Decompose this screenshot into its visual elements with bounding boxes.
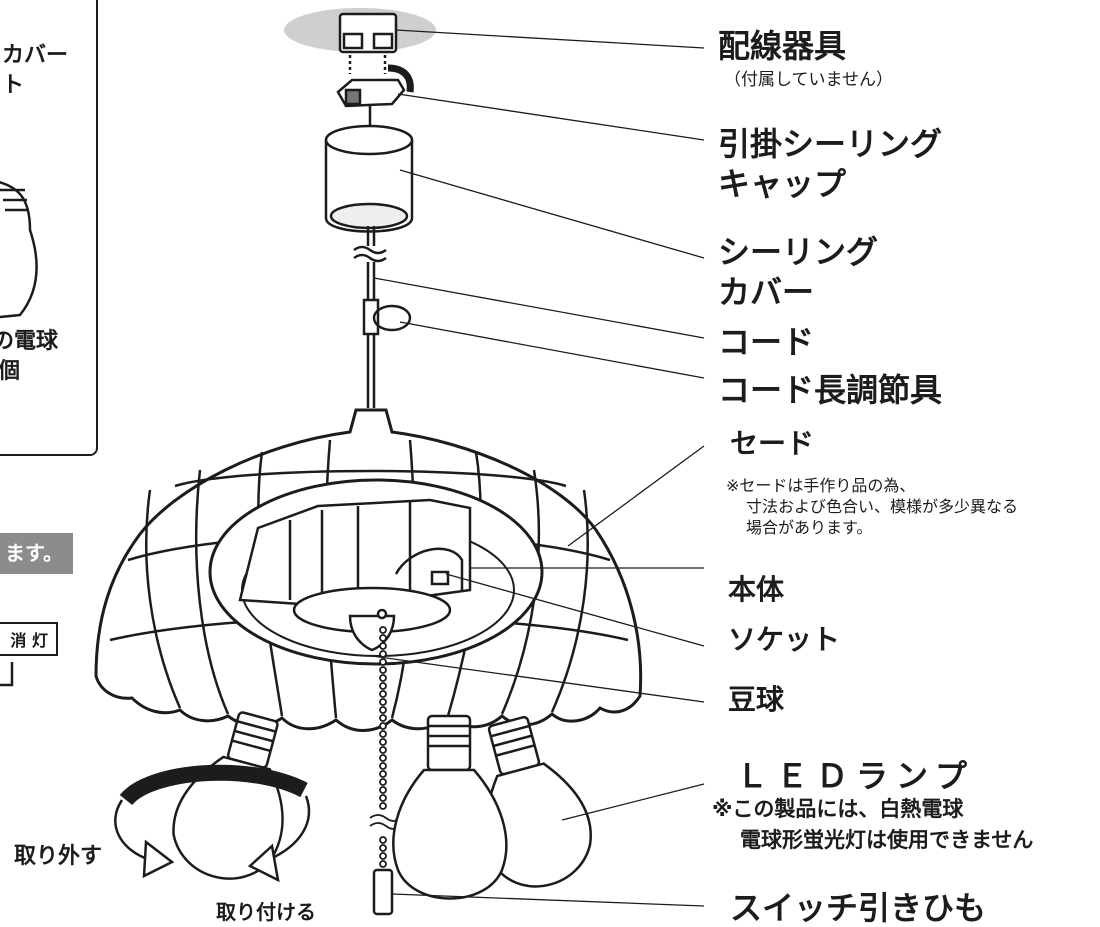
label-ceiling-cover-1: シーリング (718, 233, 879, 271)
label-wiring-device: 配線器具 (718, 27, 847, 65)
label-led-note-1: ※この製品には、白熱電球 (712, 797, 964, 821)
label-shade-note-2: 寸法および色合い、模様が多少異なる (746, 497, 1019, 516)
led-bulbs (172, 711, 592, 900)
label-hook-cap-2: キャップ (718, 165, 847, 203)
label-cord-adjuster: コード長調節具 (718, 371, 943, 409)
label-mini-bulb: 豆球 (728, 683, 785, 716)
attach-label: 取り付ける (216, 900, 316, 924)
ceiling-cover (324, 124, 414, 233)
label-shade-note-3: 場合があります。 (746, 518, 873, 537)
inset-bulb-illustration (0, 180, 38, 319)
rotation-arrows (114, 764, 311, 883)
label-shade-note-1: ※セードは手作り品の為、 (726, 476, 916, 495)
label-led-note-2: 電球形蛍光灯は使用できません (740, 828, 1034, 852)
label-wiring-note: （付属していません） (724, 70, 893, 90)
inset-panel (0, 0, 98, 456)
inset-text-3: の電球 (0, 329, 59, 354)
inset-text-1: カバー (2, 43, 69, 68)
switch-off-box: 消 灯 (0, 622, 58, 656)
label-shade: セード (730, 427, 815, 460)
label-led-lamp: ＬＥＤランプ (736, 757, 976, 795)
notice-banner: ます。 (0, 533, 73, 574)
inset-text-4: 個 (0, 359, 21, 384)
lamp-body (238, 498, 472, 652)
inset-text-2: ト (2, 73, 25, 98)
label-hook-cap-1: 引掛シーリング (718, 125, 943, 163)
label-body: 本体 (728, 573, 785, 606)
remove-label: 取り外す (14, 844, 103, 869)
wiring-device (338, 12, 398, 74)
label-ceiling-cover-2: カバー (718, 273, 815, 311)
leader-lines (371, 29, 705, 907)
label-cord: コード (718, 323, 815, 361)
label-pull-switch: スイッチ引きひも (730, 889, 987, 927)
cord (353, 226, 412, 408)
hook-ceiling-cap (336, 64, 414, 128)
switch-step-line (0, 662, 14, 687)
label-socket: ソケット (728, 623, 841, 656)
